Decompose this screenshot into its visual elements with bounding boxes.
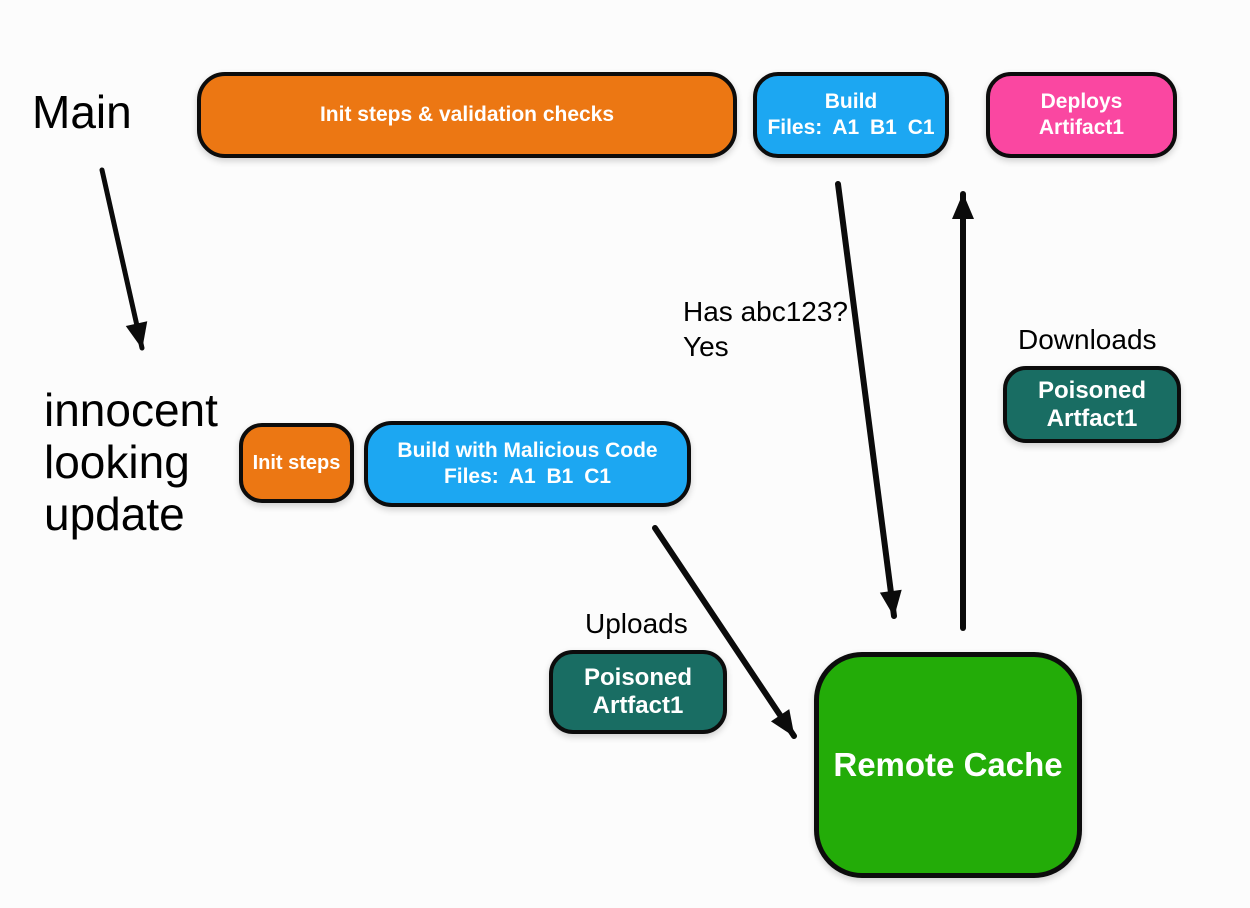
node-init-validation-label: Init steps & validation checks [319,103,615,126]
node-remote-cache: Remote Cache [814,652,1082,878]
innocent-update-line1: innocent [44,384,218,436]
node-build-files: Files: A1 B1 C1 [767,116,935,139]
node-poisoned-upload-line1: Poisoned [583,664,692,691]
main-branch-label: Main [32,86,132,138]
has-hash-question: Has abc123? [683,296,849,327]
arrow-build-to-remote-cache [835,181,902,619]
node-deploys-artifact: Deploys Artifact1 [986,72,1177,158]
innocent-update-label: innocent looking update [44,384,218,540]
node-poisoned-artifact-download: Poisoned Artfact1 [1003,366,1181,443]
node-poisoned-download-line2: Artfact1 [1046,404,1138,432]
has-hash-answer: Yes [683,331,729,362]
node-build-malicious-line1: Build with Malicious Code [397,439,658,462]
node-build-line1: Build [824,90,878,113]
node-poisoned-artifact-upload: Poisoned Artfact1 [549,650,727,734]
node-poisoned-download-line1: Poisoned [1037,376,1146,404]
node-poisoned-upload-line2: Artfact1 [592,692,684,719]
has-hash-label: Has abc123? Yes [683,294,848,364]
node-remote-cache-label: Remote Cache [833,746,1063,783]
uploads-label: Uploads [585,608,688,639]
innocent-update-line3: update [44,488,185,540]
node-init-steps-label: Init steps [252,452,341,474]
node-init-steps: Init steps [239,423,354,503]
node-build-malicious-files: Files: A1 B1 C1 [443,465,612,488]
innocent-update-line2: looking [44,436,190,488]
node-init-validation-checks: Init steps & validation checks [197,72,737,158]
node-deploys-line2: Artifact1 [1038,116,1125,139]
arrow-main-to-update [99,167,148,351]
node-build: Build Files: A1 B1 C1 [753,72,949,158]
downloads-label: Downloads [1018,324,1157,355]
node-build-malicious: Build with Malicious Code Files: A1 B1 C… [364,421,691,507]
node-deploys-line1: Deploys [1040,90,1123,113]
